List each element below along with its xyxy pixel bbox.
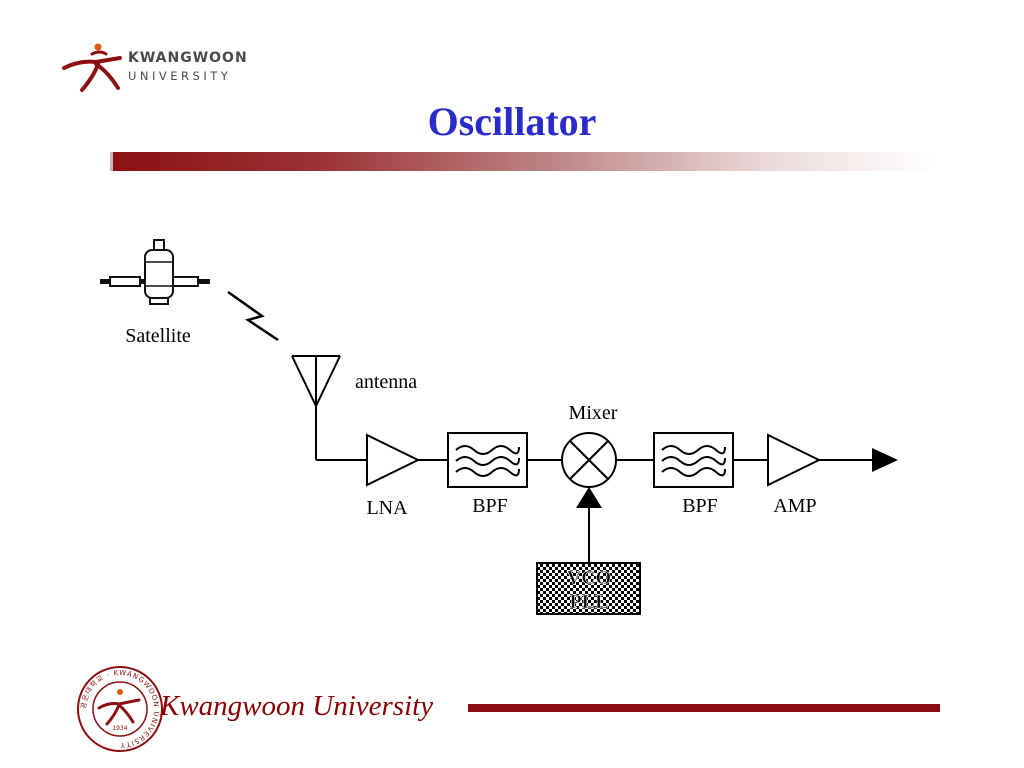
kwangwoon-logo-icon bbox=[62, 43, 122, 92]
mixer-label: Mixer bbox=[569, 402, 618, 424]
bpf2-filter-icon bbox=[653, 432, 734, 488]
university-seal-icon: 광운대학교 · KWANGWOON UNIVERSITY 1934 bbox=[77, 666, 163, 752]
satellite-icon bbox=[100, 239, 210, 305]
antenna-label: antenna bbox=[355, 371, 417, 393]
footer-rule bbox=[468, 704, 940, 712]
lna-label: LNA bbox=[366, 497, 408, 519]
satellite-label: Satellite bbox=[125, 325, 191, 347]
brand-name-line1: KWANGWOON bbox=[128, 50, 248, 66]
mixer-icon bbox=[561, 432, 617, 488]
footer-university-name: Kwangwoon University bbox=[160, 690, 434, 722]
pll-label: PLL bbox=[570, 591, 609, 613]
output-arrow-icon bbox=[872, 448, 898, 472]
signal-wires bbox=[316, 459, 875, 563]
title-divider-lip bbox=[110, 152, 113, 171]
page-title: Oscillator bbox=[427, 99, 597, 144]
signal-bolt-icon bbox=[227, 290, 279, 342]
antenna-icon bbox=[291, 355, 341, 460]
bpf1-filter-icon bbox=[447, 432, 528, 488]
lna-amplifier-icon bbox=[366, 433, 421, 487]
output-amplifier-icon bbox=[767, 433, 822, 487]
bpf2-label: BPF bbox=[682, 495, 718, 517]
brand-name-line2: UNIVERSITY bbox=[128, 69, 232, 83]
svg-text:1934: 1934 bbox=[112, 725, 127, 732]
vco-pll-block bbox=[536, 562, 641, 615]
amp-label: AMP bbox=[773, 495, 816, 517]
bpf1-label: BPF bbox=[472, 495, 508, 517]
lo-arrow-icon bbox=[576, 487, 602, 508]
title-divider-bar bbox=[110, 152, 940, 171]
vco-label: VCO bbox=[567, 567, 611, 589]
